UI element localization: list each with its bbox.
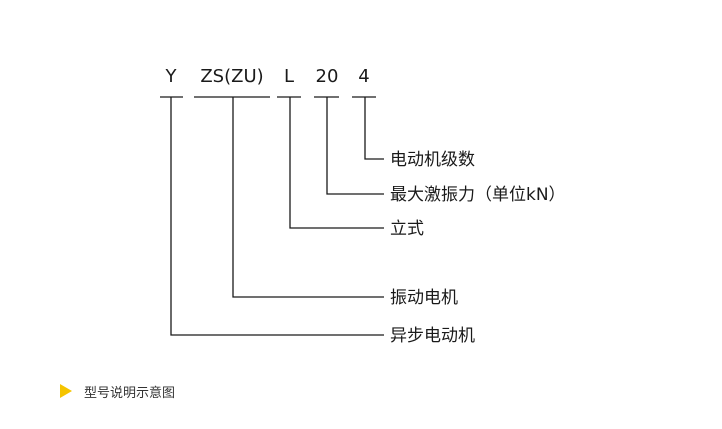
- leader-force: [326, 97, 384, 195]
- code-segment-force: 20: [316, 66, 339, 87]
- label-series: 振动电机: [390, 288, 458, 308]
- caption-text: 型号说明示意图: [84, 385, 176, 401]
- code-segment-type: Y: [165, 66, 178, 87]
- triangle-right-icon: [60, 384, 72, 398]
- leader-poles: [364, 97, 384, 160]
- leader-series: [232, 97, 384, 298]
- code-segment-series: ZS(ZU): [200, 66, 263, 87]
- label-type: 异步电动机: [390, 326, 475, 346]
- code-segment-poles: 4: [358, 66, 369, 87]
- diagram-caption: 型号说明示意图: [60, 381, 175, 401]
- label-poles: 电动机级数: [390, 150, 475, 170]
- leader-mount: [289, 97, 384, 229]
- leader-type: [170, 97, 384, 336]
- label-mount: 立式: [390, 219, 424, 239]
- code-segment-mount: L: [284, 66, 294, 87]
- label-force: 最大激振力（单位kN）: [390, 185, 566, 205]
